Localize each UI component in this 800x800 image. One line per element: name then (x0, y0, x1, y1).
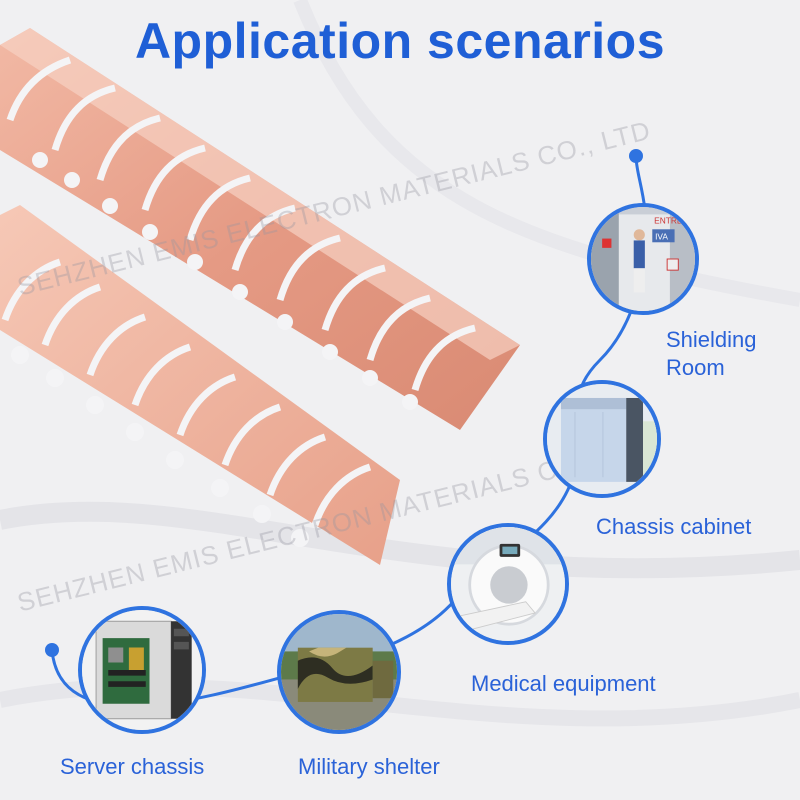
label-shielding-room: Shielding Room (666, 326, 757, 382)
server-chassis-image (78, 606, 206, 734)
shielding-room-image: ENTRE IVA (587, 203, 699, 315)
label-shielding-room-line2: Room (666, 355, 725, 380)
room-sign-line2: IVA (655, 232, 668, 242)
connector-dot-left (45, 643, 59, 657)
military-shelter-image (277, 610, 401, 734)
label-medical-equipment: Medical equipment (471, 671, 656, 696)
copper-strip-lower (0, 205, 400, 565)
chassis-cabinet-image (543, 380, 661, 498)
room-sign-line1: ENTRE (654, 216, 683, 226)
label-server-chassis: Server chassis (60, 754, 205, 779)
label-shielding-room-line1: Shielding (666, 327, 757, 352)
label-chassis-cabinet: Chassis cabinet (596, 514, 752, 539)
page-title: Application scenarios (134, 13, 666, 69)
connector-dot-top (629, 149, 643, 163)
label-military-shelter: Military shelter (298, 754, 440, 779)
medical-equipment-image (447, 523, 569, 645)
